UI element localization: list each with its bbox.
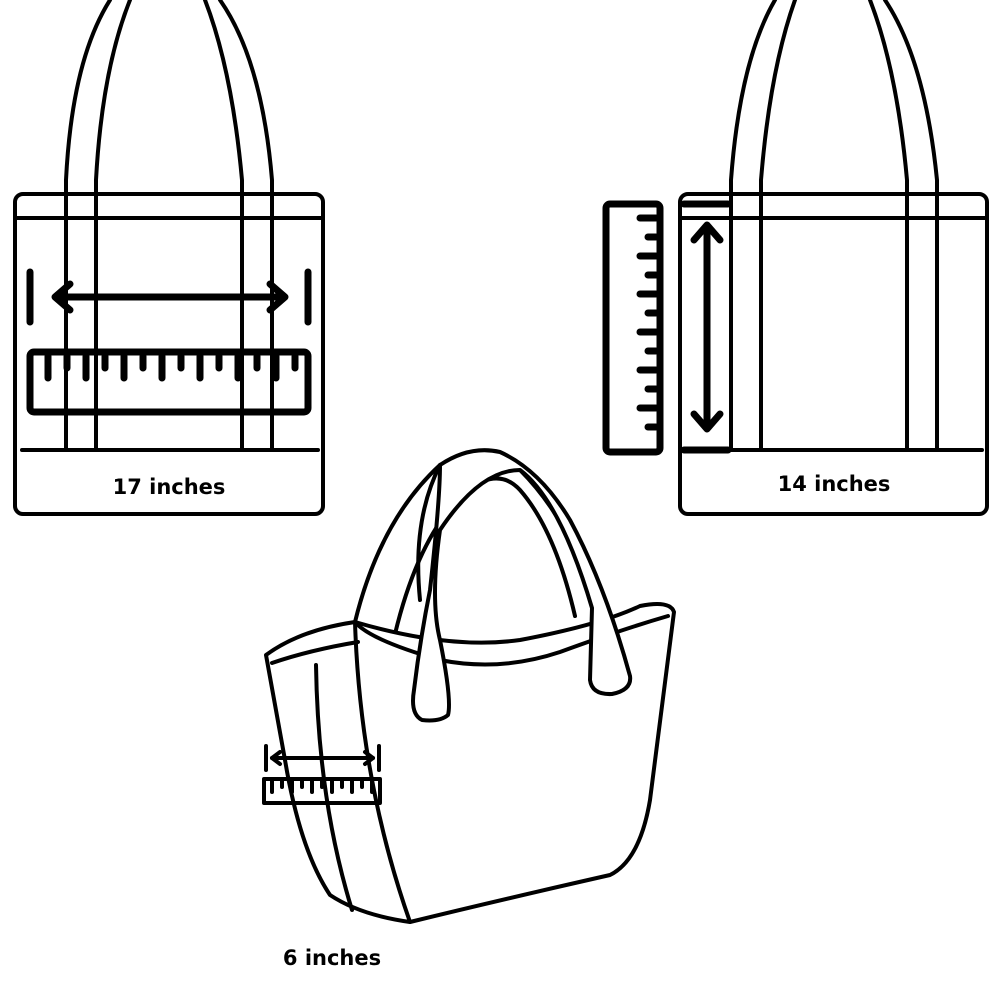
perspective-view-bag [262,448,676,924]
double-arrow-vertical-icon [680,200,732,454]
front-view-bag [13,0,325,516]
gusset-fold-line [314,663,354,912]
side-bag-body [678,192,989,516]
perspective-side-rim [270,640,360,665]
width-dimension-label: 17 inches [112,475,226,499]
side-view-bag [602,0,989,516]
depth-dimension-label: 6 inches [282,946,382,970]
front-handle-right [203,0,274,452]
front-handle [411,448,633,723]
ruler-vertical-icon [602,200,664,456]
side-handle-right [868,0,939,452]
double-arrow-horizontal-icon [26,268,312,326]
double-arrow-small-icon [264,744,381,772]
front-bag-body [13,192,325,516]
ruler-small-icon [262,777,382,805]
height-dimension-label: 14 inches [777,472,891,496]
front-handle-left [64,0,132,452]
ruler-horizontal-icon [26,348,312,416]
front-handle-left-strap [416,463,442,602]
side-handle-left [729,0,797,452]
gusset-front-edge [353,620,412,924]
